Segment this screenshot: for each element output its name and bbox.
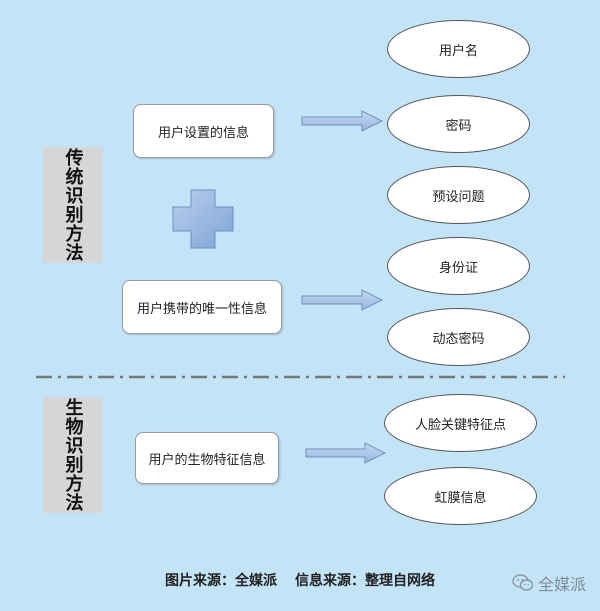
oval-preset-question: 预设问题 — [387, 166, 530, 224]
oval-face-keypoints-text: 人脸关键特征点 — [414, 417, 506, 433]
oval-username: 用户名 — [387, 20, 530, 78]
oval-password-text: 密码 — [445, 118, 472, 134]
oval-password: 密码 — [387, 95, 530, 153]
arrow-biometric-info — [305, 442, 387, 464]
watermark: 全媒派 — [512, 571, 586, 595]
arrow-user-carried-info — [301, 289, 384, 311]
user-biometric-info-text: 用户的生物特征信息 — [148, 452, 266, 468]
oval-id-card: 身份证 — [387, 237, 530, 295]
user-set-info-text: 用户设置的信息 — [157, 125, 249, 141]
info-source-text: 信息来源：整理自网络 — [295, 573, 435, 589]
oval-username-text: 用户名 — [438, 43, 478, 59]
oval-id-card-text: 身份证 — [438, 260, 478, 276]
oval-dynamic-password: 动态密码 — [387, 308, 530, 366]
biometric-methods-label: 生物识别方法 — [43, 397, 103, 513]
user-set-info-box: 用户设置的信息 — [133, 104, 274, 158]
footer-credits: 图片来源：全媒派 信息来源：整理自网络 — [0, 570, 600, 590]
oval-face-keypoints: 人脸关键特征点 — [384, 394, 537, 452]
oval-iris-info: 虹膜信息 — [384, 467, 537, 525]
plus-icon — [172, 189, 234, 249]
wechat-icon — [512, 574, 534, 591]
image-source-text: 图片来源：全媒派 — [165, 573, 277, 589]
oval-iris-info-text: 虹膜信息 — [434, 490, 487, 506]
oval-preset-question-text: 预设问题 — [432, 189, 485, 205]
watermark-text: 全媒派 — [538, 575, 587, 594]
arrow-user-set-info — [301, 110, 384, 132]
traditional-methods-label-text: 传统识别方法 — [62, 148, 84, 262]
biometric-methods-label-text: 生物识别方法 — [62, 398, 84, 512]
oval-dynamic-password-text: 动态密码 — [432, 331, 485, 347]
user-carried-unique-info-text: 用户携带的唯一性信息 — [136, 301, 267, 317]
user-biometric-info-box: 用户的生物特征信息 — [135, 432, 279, 484]
traditional-methods-label: 传统识别方法 — [43, 147, 103, 263]
user-carried-unique-info-box: 用户携带的唯一性信息 — [122, 280, 282, 334]
